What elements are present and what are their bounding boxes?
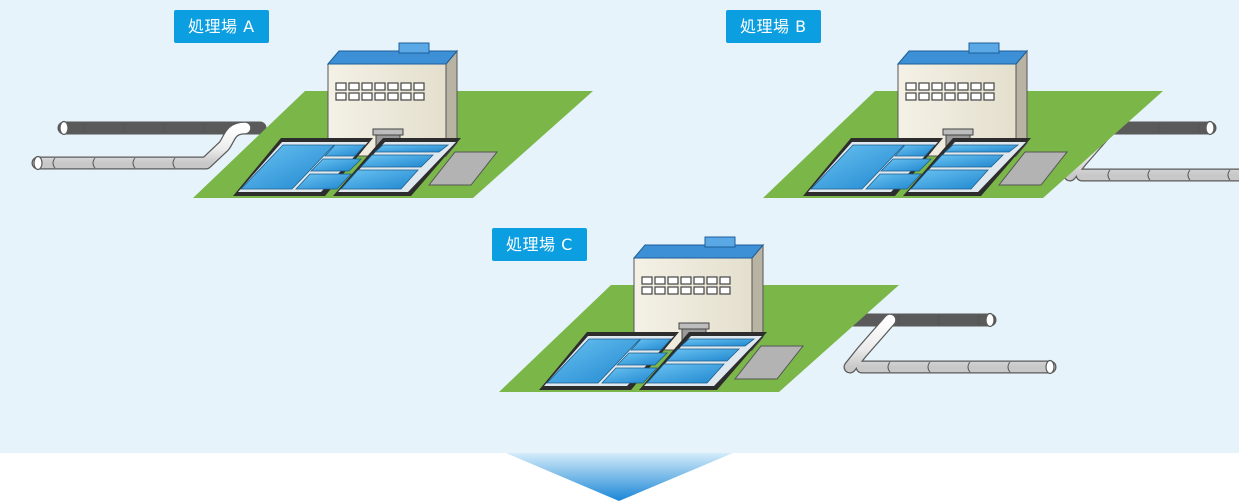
plant-label-a: 処理場 A (174, 10, 269, 43)
plant-label-b: 処理場 B (726, 10, 821, 43)
plant-label-c: 処理場 C (492, 228, 587, 261)
down-arrow-icon (506, 453, 733, 501)
